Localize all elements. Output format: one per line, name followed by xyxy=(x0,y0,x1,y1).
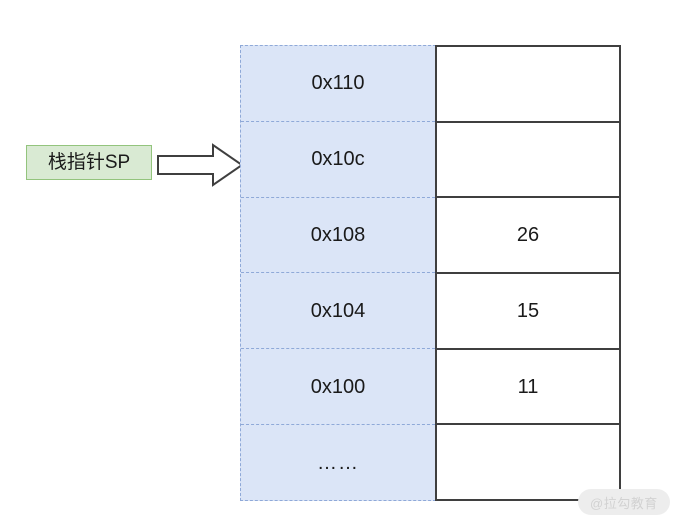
address-cell: 0x110 xyxy=(241,46,435,122)
block-arrow-right-icon xyxy=(157,143,244,187)
address-text: 0x10c xyxy=(311,148,365,171)
stack-pointer-label-text: 栈指针SP xyxy=(47,152,131,173)
address-text: …… xyxy=(317,451,359,474)
value-cell: 11 xyxy=(437,350,619,426)
value-cell xyxy=(437,123,619,199)
value-column: 26 15 11 xyxy=(435,45,621,501)
address-text: 0x110 xyxy=(311,72,365,95)
address-cell: 0x104 xyxy=(241,273,435,350)
value-text: 15 xyxy=(516,299,540,322)
value-cell: 26 xyxy=(437,198,619,275)
address-text: 0x100 xyxy=(310,375,366,398)
value-cell xyxy=(437,47,619,123)
value-cell: 15 xyxy=(437,274,619,350)
value-cell xyxy=(437,425,619,499)
address-cell: 0x10c xyxy=(241,122,435,198)
watermark-text: @拉勾教育 xyxy=(590,495,658,511)
value-text: 26 xyxy=(516,224,540,247)
address-cell: 0x108 xyxy=(241,198,435,274)
address-cell: …… xyxy=(241,425,435,500)
value-text: 11 xyxy=(517,375,539,398)
address-text: 0x104 xyxy=(310,299,366,322)
watermark: @拉勾教育 xyxy=(578,489,670,515)
address-column: 0x110 0x10c 0x108 0x104 0x100 …… xyxy=(240,45,436,501)
address-text: 0x108 xyxy=(310,224,366,247)
address-cell: 0x100 xyxy=(241,349,435,426)
stack-pointer-label: 栈指针SP xyxy=(26,145,152,180)
